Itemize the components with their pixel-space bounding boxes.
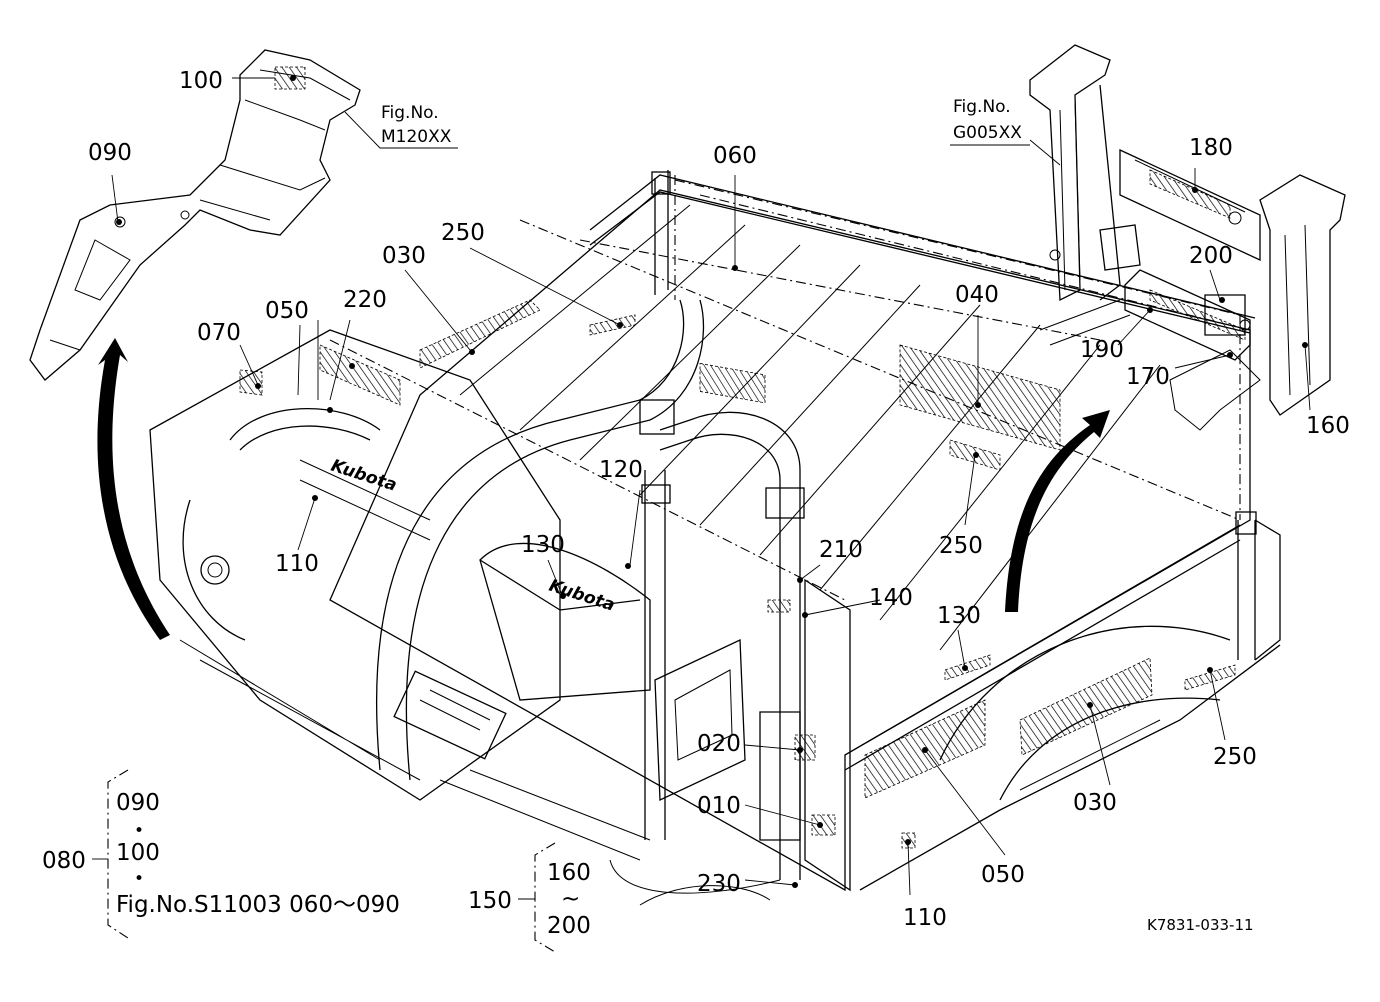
part-label-140: 140 (869, 585, 913, 611)
part-label-030-b: 030 (1073, 790, 1117, 816)
group-080-bullet1: • (134, 821, 144, 841)
group-080: 080 090 • 100 • Fig.No.S11003 060～090 (42, 769, 400, 939)
part-labels: 100 090 060 180 250 030 200 040 220 050 … (88, 68, 1350, 931)
part-label-070: 070 (197, 320, 241, 346)
group-150-from: 160 (547, 860, 591, 886)
decal-areas (239, 299, 1236, 849)
fig-ref-right: Fig.No. G005XX (953, 97, 1022, 143)
part-label-230: 230 (697, 871, 741, 897)
upper-right-frame (1005, 44, 1346, 612)
group-080-item1: 090 (116, 790, 160, 816)
part-label-040: 040 (955, 282, 999, 308)
part-label-200: 200 (1189, 243, 1233, 269)
part-label-010: 010 (697, 793, 741, 819)
part-label-050-a: 050 (265, 298, 309, 324)
part-label-020: 020 (697, 731, 741, 757)
upper-left-part (29, 49, 361, 640)
part-label-250-b: 250 (939, 533, 983, 559)
group-150-to: 200 (547, 913, 591, 939)
part-label-190: 190 (1080, 337, 1124, 363)
part-label-110-b: 110 (903, 905, 947, 931)
roll-bar (376, 299, 805, 880)
part-label-130-a: 130 (521, 532, 565, 558)
part-label-250-a: 250 (441, 220, 485, 246)
part-label-130-b: 130 (937, 603, 981, 629)
part-label-090: 090 (88, 140, 132, 166)
fig-ref-right-line2: G005XX (953, 123, 1022, 143)
leader-lines (111, 77, 1311, 896)
fig-ref-right-line1: Fig.No. (953, 97, 1011, 117)
part-label-180: 180 (1189, 135, 1233, 161)
fig-ref-top-line2: M120XX (381, 127, 452, 147)
part-label-250-c: 250 (1213, 744, 1257, 770)
part-label-160: 160 (1306, 413, 1350, 439)
part-label-050-b: 050 (981, 862, 1025, 888)
group-080-item3: Fig.No.S11003 060～090 (116, 892, 400, 918)
group-150-tilde: ~ (561, 886, 580, 912)
part-label-220: 220 (343, 287, 387, 313)
drawing-code: K7831-033-11 (1147, 916, 1254, 934)
part-label-100: 100 (179, 68, 223, 94)
part-label-170: 170 (1126, 364, 1170, 390)
cargo-bed (329, 170, 1281, 892)
part-label-120: 120 (599, 457, 643, 483)
group-150: 150 160 ~ 200 (468, 842, 591, 953)
part-label-030-a: 030 (382, 243, 426, 269)
part-label-110-a: 110 (275, 551, 319, 577)
part-label-210: 210 (819, 537, 863, 563)
group-150-label: 150 (468, 888, 512, 914)
fig-ref-top-line1: Fig.No. (381, 103, 439, 123)
leader-dots (116, 75, 1308, 888)
fig-ref-top: Fig.No. M120XX (381, 103, 452, 147)
group-080-bullet2: • (134, 869, 144, 889)
part-label-060: 060 (713, 143, 757, 169)
group-080-label: 080 (42, 848, 86, 874)
engine-cover: Kubota Kubota (149, 329, 781, 906)
group-080-item2: 100 (116, 840, 160, 866)
